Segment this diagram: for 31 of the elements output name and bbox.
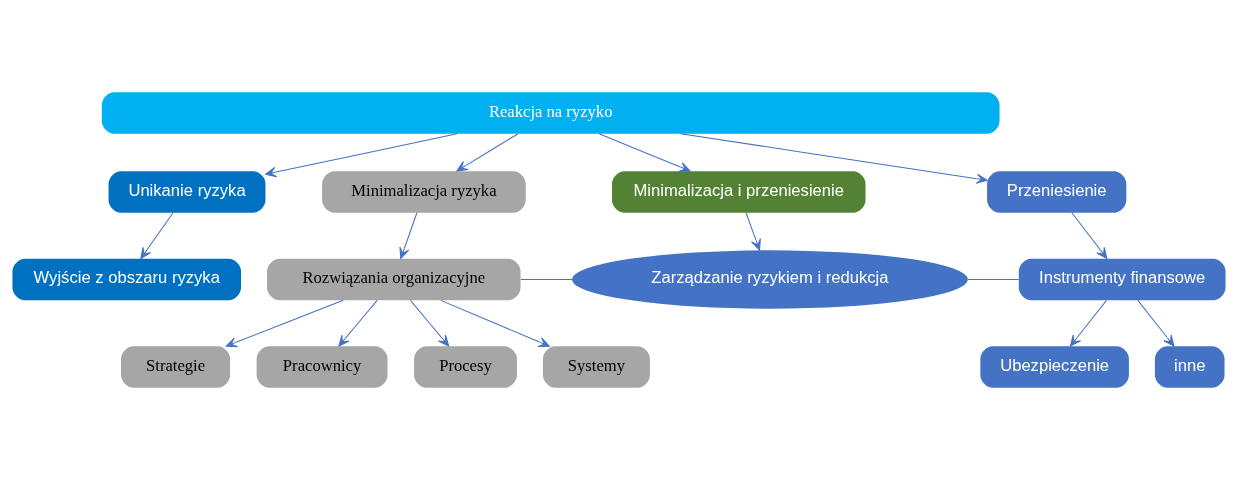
arrow — [409, 299, 450, 346]
node-box: inne — [1154, 345, 1225, 388]
node-box: Systemy — [542, 345, 650, 388]
connector — [520, 278, 573, 280]
arrow — [1071, 211, 1108, 259]
arrow — [598, 132, 691, 172]
connector — [967, 278, 1020, 280]
node-box: Przeniesienie — [987, 170, 1127, 213]
arrow — [399, 211, 418, 259]
arrow — [1069, 299, 1107, 346]
node-box: Procesy — [414, 345, 517, 388]
node-box: Pracownicy — [256, 345, 388, 388]
arrow — [1137, 299, 1175, 346]
arrow — [225, 299, 344, 347]
arrow — [680, 132, 988, 184]
arrow — [265, 132, 458, 177]
node-box: Ubezpieczenie — [980, 345, 1129, 388]
arrow — [440, 299, 550, 347]
node-box: Strategie — [121, 345, 231, 388]
node-box: Instrumenty finansowe — [1018, 258, 1226, 300]
arrow — [745, 211, 761, 250]
node-box: Reakcja na ryzyko — [101, 91, 1000, 134]
node-box: Rozwiązania organizacyjne — [267, 258, 521, 300]
arrow — [338, 299, 378, 346]
arrow — [140, 211, 174, 259]
node-box: Minimalizacja ryzyka — [322, 170, 526, 213]
node-ellipse: Zarządzanie ryzykiem i redukcja — [572, 249, 968, 309]
node-box: Wyjście z obszaru ryzyka — [12, 258, 242, 300]
node-box: Unikanie ryzyka — [108, 170, 266, 213]
arrow — [456, 132, 519, 171]
node-box: Minimalizacja i przeniesienie — [612, 170, 866, 213]
